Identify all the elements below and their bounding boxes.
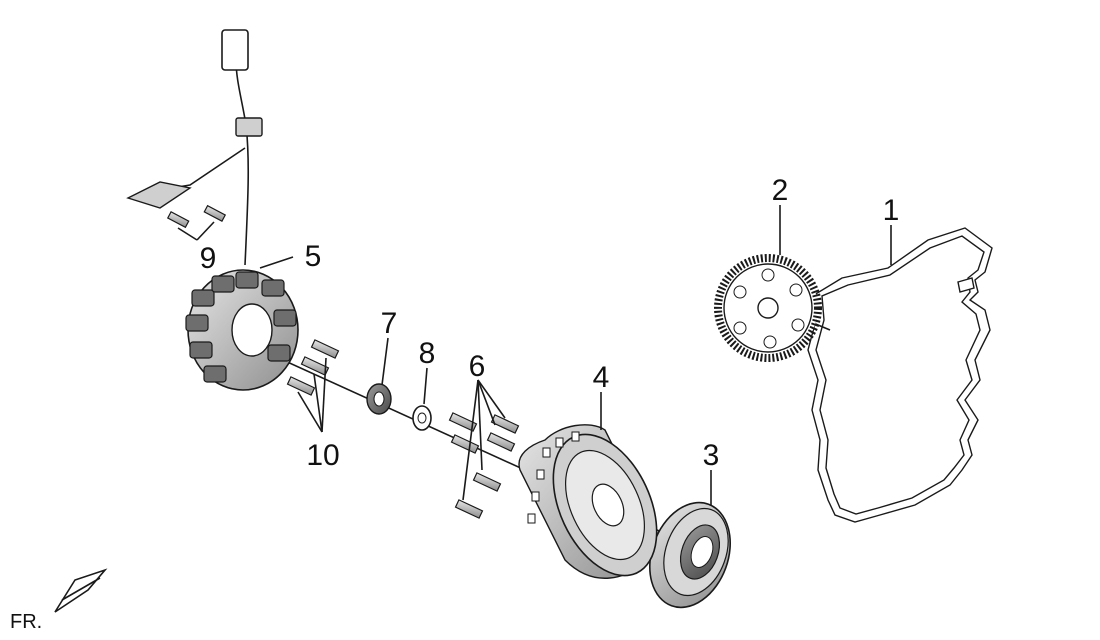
stator-bolts: [166, 204, 227, 229]
front-direction-indicator: FR.: [10, 568, 108, 633]
ring-gear: [714, 254, 822, 362]
flywheel-rotor: [518, 424, 658, 579]
clutch-bolts: [448, 412, 520, 519]
rotor-bolts: [286, 339, 340, 396]
callout-8: 8: [419, 337, 436, 370]
callout-7: 7: [381, 307, 398, 340]
callout-9: 9: [200, 242, 217, 275]
wire-harness: [126, 29, 263, 266]
callout-6: 6: [469, 350, 486, 383]
leader-lines: [177, 205, 892, 505]
flange-nut: [366, 383, 392, 415]
washer: [412, 405, 432, 431]
cover-gasket: [807, 227, 993, 523]
callout-3: 3: [703, 439, 720, 472]
starter-clutch: [648, 501, 732, 609]
callout-2: 2: [772, 174, 789, 207]
callout-1: 1: [883, 194, 900, 227]
callout-10: 10: [306, 439, 339, 472]
front-label: FR.: [10, 611, 42, 633]
callouts: 1 2 3 4 5 6 7 8 9 10: [200, 174, 900, 472]
stator-coil: [185, 269, 299, 391]
callout-4: 4: [593, 361, 610, 394]
callout-5: 5: [305, 240, 322, 273]
